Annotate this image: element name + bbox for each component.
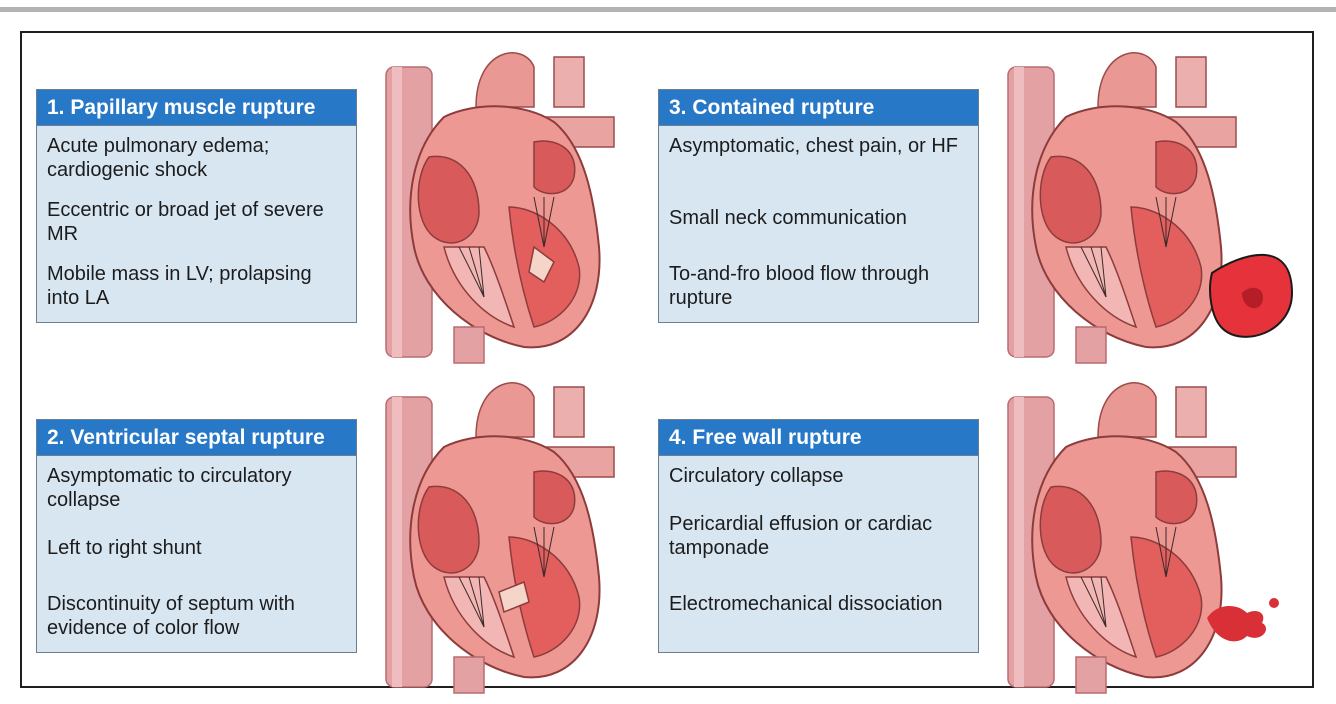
finding-item: Acute pulmonary edema; cardiogenic shock <box>47 135 270 181</box>
card-body: Circulatory collapse Pericardial effusio… <box>659 456 978 652</box>
finding-item: To-and-fro blood flow through rupture <box>669 263 930 309</box>
pseudoaneurysm-sac <box>1209 253 1294 338</box>
card-body: Acute pulmonary edema; cardiogenic shock… <box>37 126 356 322</box>
finding-item: Asymptomatic, chest pain, or HF <box>669 135 958 157</box>
card-title: 4. Free wall rupture <box>659 420 978 456</box>
finding-item: Mobile mass in LV; prolapsing into LA <box>47 263 312 309</box>
heart-illustration-papillary <box>384 47 644 367</box>
finding-item: Asymptomatic to circulatory collapse <box>47 465 292 511</box>
card-title: 1. Papillary muscle rupture <box>37 90 356 126</box>
figure-frame: 1. Papillary muscle rupture Acute pulmon… <box>20 31 1314 688</box>
finding-item: Eccentric or broad jet of severe MR <box>47 199 324 245</box>
finding-item: Left to right shunt <box>47 537 202 559</box>
card-title: 3. Contained rupture <box>659 90 978 126</box>
top-rule <box>0 7 1336 12</box>
heart-illustration-free-wall <box>1006 377 1266 697</box>
info-card: 4. Free wall rupture Circulatory collaps… <box>658 419 979 653</box>
card-title: 2. Ventricular septal rupture <box>37 420 356 456</box>
blood-splatter <box>1207 598 1279 642</box>
card-body: Asymptomatic, chest pain, or HF Small ne… <box>659 126 978 322</box>
finding-item: Electromechanical dissociation <box>669 593 943 615</box>
info-card: 3. Contained rupture Asymptomatic, chest… <box>658 89 979 323</box>
finding-item: Small neck communication <box>669 207 907 229</box>
papillary-rupture-mark <box>528 245 555 284</box>
info-card: 2. Ventricular septal rupture Asymptomat… <box>36 419 357 653</box>
heart-illustration-septal <box>384 377 644 697</box>
finding-item: Circulatory collapse <box>669 465 844 487</box>
card-body: Asymptomatic to circulatory collapse Lef… <box>37 456 356 652</box>
septal-defect-mark <box>498 580 530 614</box>
info-card: 1. Papillary muscle rupture Acute pulmon… <box>36 89 357 323</box>
finding-item: Discontinuity of septum with evidence of… <box>47 593 295 639</box>
finding-item: Pericardial effusion or cardiac tamponad… <box>669 513 933 559</box>
